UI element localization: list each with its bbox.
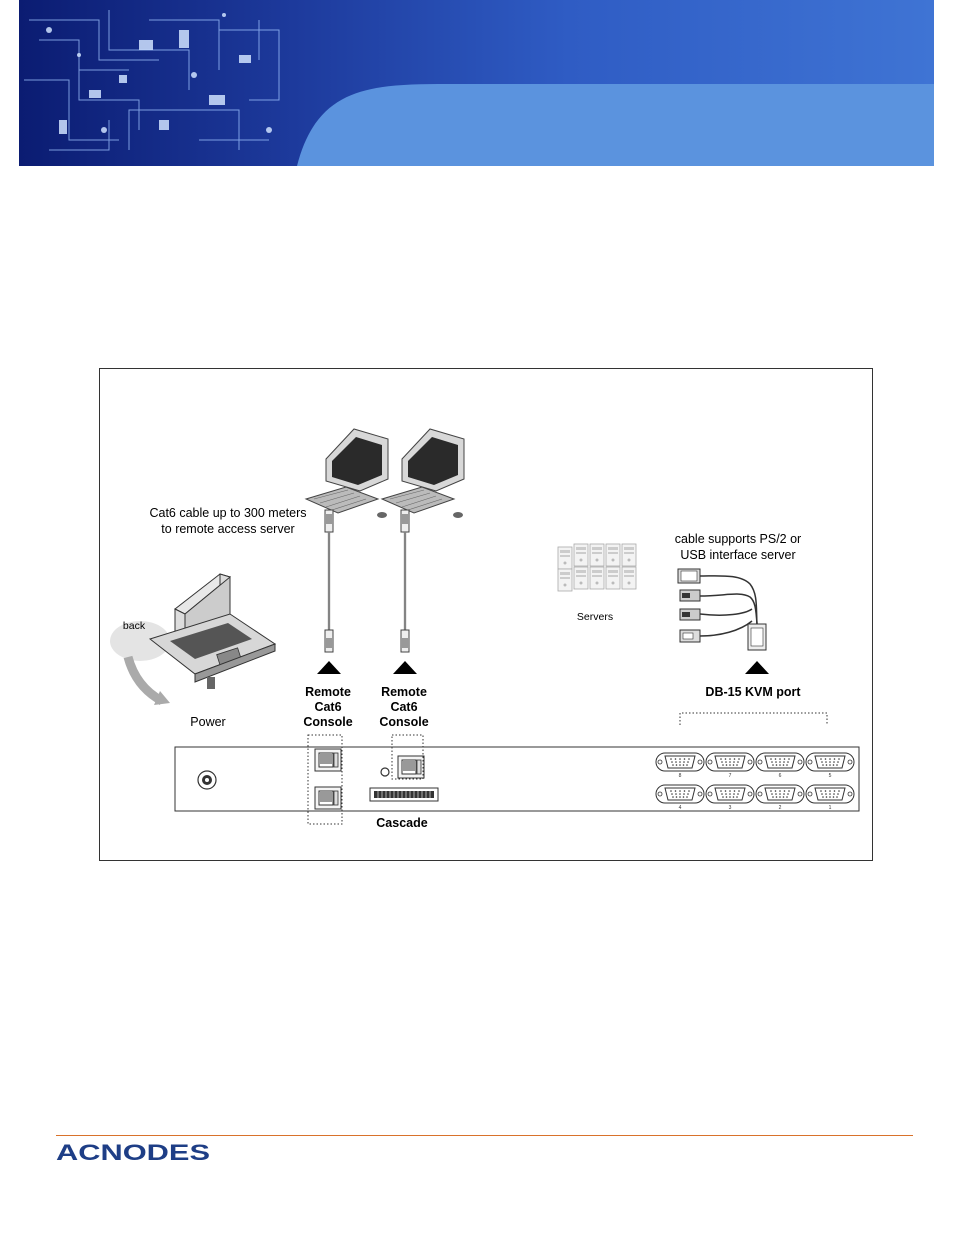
remote-computer-icon bbox=[306, 429, 388, 518]
db15-port-icon bbox=[706, 753, 754, 771]
banner-curve bbox=[297, 84, 934, 166]
brand-logo-text: ACNODES bbox=[56, 1141, 210, 1163]
port-number: 3 bbox=[729, 805, 732, 811]
power-label: Power bbox=[180, 714, 236, 730]
cat6-cable-icon bbox=[401, 510, 409, 652]
port-number: 5 bbox=[829, 773, 832, 779]
reset-button-icon bbox=[381, 768, 389, 776]
cascade-label: Cascade bbox=[366, 815, 438, 831]
acnodes-logo: ACNODES bbox=[56, 1141, 216, 1163]
db15-port-icon bbox=[756, 753, 804, 771]
db15-port-icon bbox=[806, 753, 854, 771]
remote-console-label: Remote Cat6 Console bbox=[295, 685, 361, 730]
kvm-connection-diagram: 8 7 6 5 4 3 2 1 Cat6 cable up to 300 met… bbox=[99, 368, 873, 861]
power-socket-icon bbox=[198, 771, 216, 789]
cascade-port-icon bbox=[370, 788, 438, 801]
up-arrow-icon bbox=[745, 661, 769, 674]
port-number: 4 bbox=[679, 805, 682, 811]
cat6-note: Cat6 cable up to 300 meters to remote ac… bbox=[148, 505, 308, 537]
rj45-port-icon bbox=[315, 787, 341, 809]
back-label: back bbox=[122, 618, 146, 634]
remote-console-line: Cat6 bbox=[295, 700, 361, 715]
port-number: 2 bbox=[779, 805, 782, 811]
cable-note-line: USB interface server bbox=[660, 547, 816, 563]
db15-port-icon bbox=[756, 785, 804, 803]
cat6-cable-icon bbox=[325, 510, 333, 652]
cat6-note-line: to remote access server bbox=[148, 521, 308, 537]
footer-rule bbox=[56, 1135, 913, 1136]
db15-port-icon bbox=[656, 785, 704, 803]
connector-icons bbox=[678, 569, 766, 650]
remote-console-line: Console bbox=[371, 715, 437, 730]
rj45-port-icon bbox=[315, 749, 341, 771]
db15-port-icon bbox=[706, 785, 754, 803]
remote-console-line: Remote bbox=[295, 685, 361, 700]
db15-port-icon bbox=[656, 753, 704, 771]
up-arrow-icon bbox=[317, 661, 341, 674]
cat6-note-line: Cat6 cable up to 300 meters bbox=[148, 505, 308, 521]
kvm-back-panel bbox=[175, 747, 859, 811]
lcd-console-drawer-icon bbox=[110, 574, 275, 705]
remote-computer-icon bbox=[382, 429, 464, 518]
remote-console-line: Console bbox=[295, 715, 361, 730]
rj45-port-icon bbox=[398, 756, 424, 778]
servers-label: Servers bbox=[568, 609, 622, 625]
port-number: 1 bbox=[829, 805, 832, 811]
header-banner bbox=[19, 0, 934, 166]
servers-icon bbox=[558, 544, 636, 591]
kvm-ports-bracket bbox=[680, 713, 827, 725]
cable-note: cable supports PS/2 or USB interface ser… bbox=[660, 531, 816, 563]
cable-note-line: cable supports PS/2 or bbox=[660, 531, 816, 547]
port-number: 6 bbox=[779, 773, 782, 779]
kvm-port-label: DB-15 KVM port bbox=[688, 684, 818, 700]
db15-port-icon bbox=[806, 785, 854, 803]
port-number: 7 bbox=[729, 773, 732, 779]
diagram-graphics: 8 7 6 5 4 3 2 1 bbox=[100, 369, 874, 862]
remote-console-label: Remote Cat6 Console bbox=[371, 685, 437, 730]
up-arrow-icon bbox=[393, 661, 417, 674]
remote-console-line: Cat6 bbox=[371, 700, 437, 715]
port-number: 8 bbox=[679, 773, 682, 779]
remote-console-line: Remote bbox=[371, 685, 437, 700]
